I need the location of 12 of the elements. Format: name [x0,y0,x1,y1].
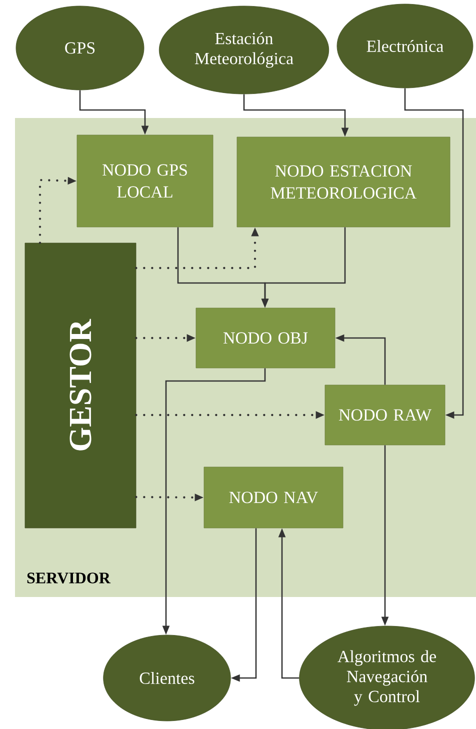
manager-bar: GESTOR [24,242,136,528]
process-box: NODO GPS LOCAL [76,134,214,228]
ellipse-node: GPS [16,6,144,90]
process-box: NODO OBJ [196,308,336,368]
ellipse-node: Clientes [103,634,231,722]
process-box: NODO ESTACION METEOROLOGICA [236,136,450,228]
arrow [404,88,464,419]
process-box: NODO NAV [204,466,344,528]
ellipse-node: Algoritmos de Navegación y Control [299,626,475,729]
ellipse-node: Estación Meteorológica [158,6,330,94]
ellipse-node: Electrónica [336,4,474,88]
process-box: NODO RAW [324,384,446,446]
